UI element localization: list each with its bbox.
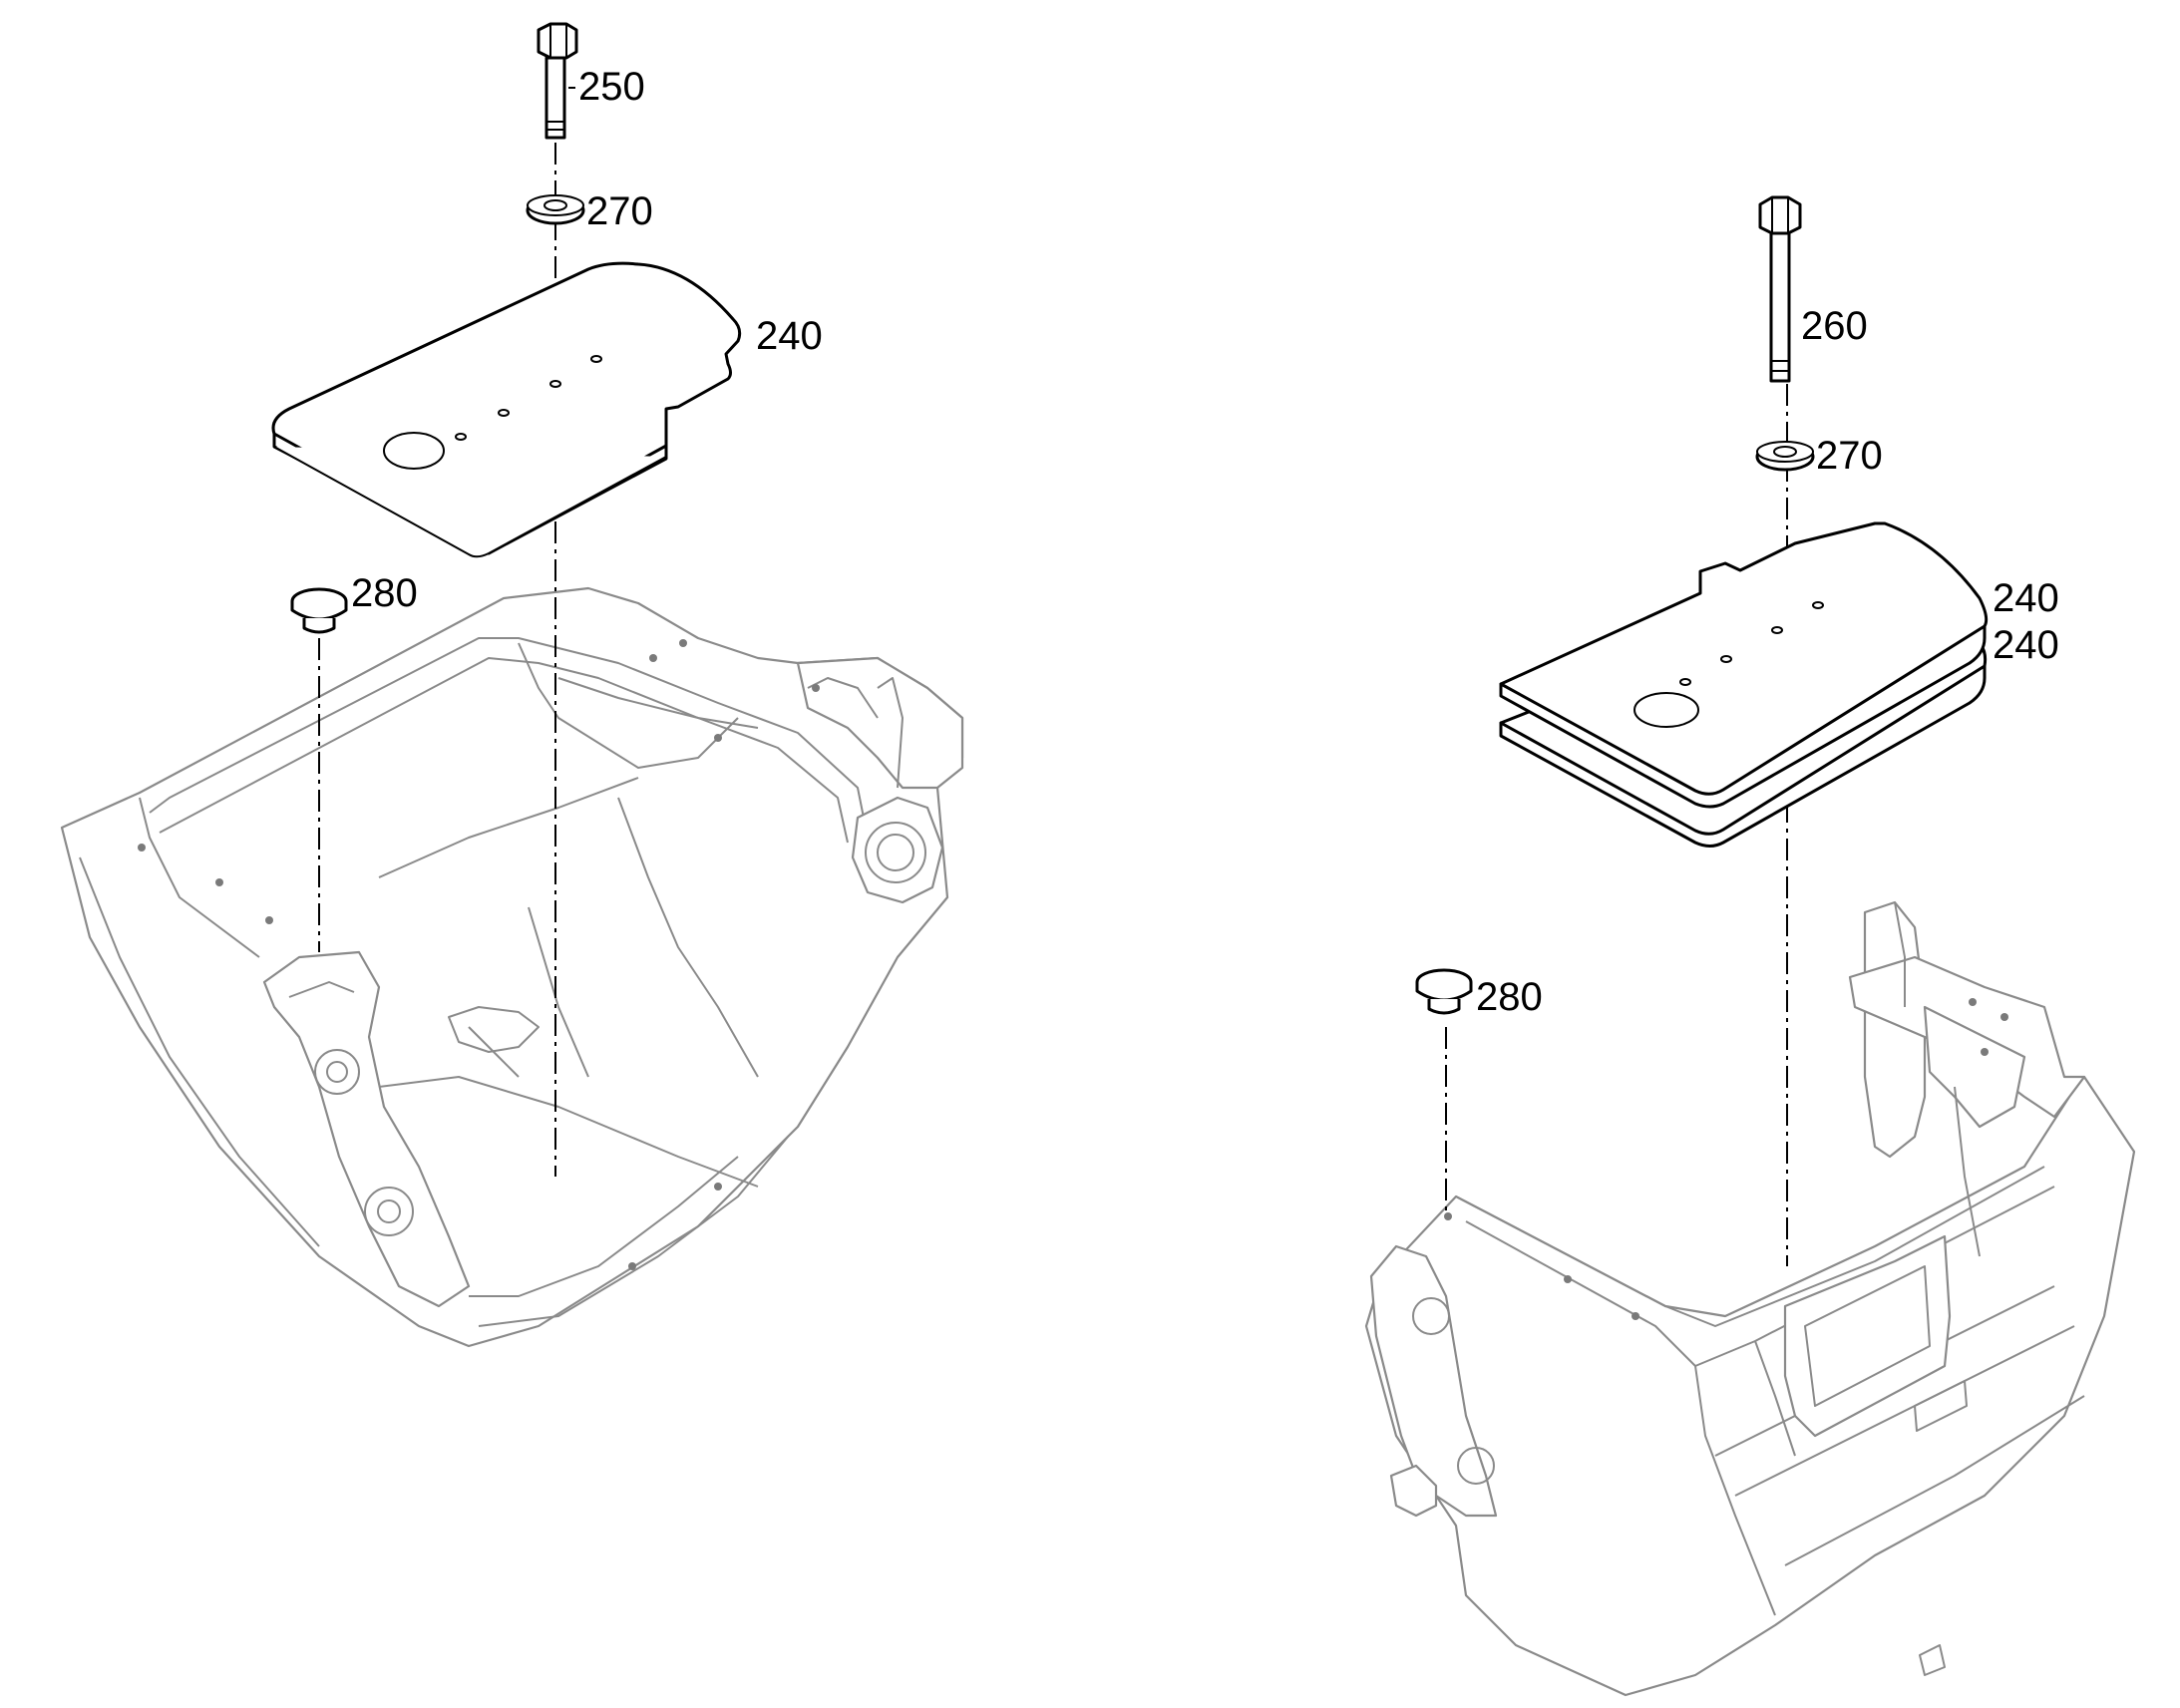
callout-280-left: 280 — [351, 571, 418, 615]
callout-260: 260 — [1801, 304, 1868, 348]
left-assembly: 250 270 240 280 — [60, 22, 964, 1348]
right-plate-upper — [1499, 521, 1989, 809]
left-callouts: 250 270 240 280 — [351, 65, 823, 615]
left-counterweight-body — [60, 586, 964, 1348]
callout-250: 250 — [578, 65, 645, 109]
left-bolt — [537, 22, 578, 140]
right-plug — [1415, 968, 1473, 1015]
right-assembly: 260 270 240 240 280 — [1364, 195, 2136, 1697]
callout-240-left: 240 — [756, 314, 823, 358]
callout-270-right: 270 — [1816, 434, 1883, 478]
callout-270-left: 270 — [586, 189, 653, 233]
left-plug — [290, 587, 348, 634]
callout-240-right-lower: 240 — [1993, 623, 2059, 667]
callout-280-right: 280 — [1476, 975, 1543, 1019]
callout-240-right-upper: 240 — [1993, 576, 2059, 620]
right-bolt — [1758, 195, 1802, 383]
right-counterweight-body — [1364, 900, 2136, 1697]
left-washer — [526, 194, 585, 225]
right-callouts: 260 270 240 240 280 — [1476, 304, 2059, 1019]
left-plate — [271, 261, 742, 558]
right-washer — [1755, 441, 1815, 472]
